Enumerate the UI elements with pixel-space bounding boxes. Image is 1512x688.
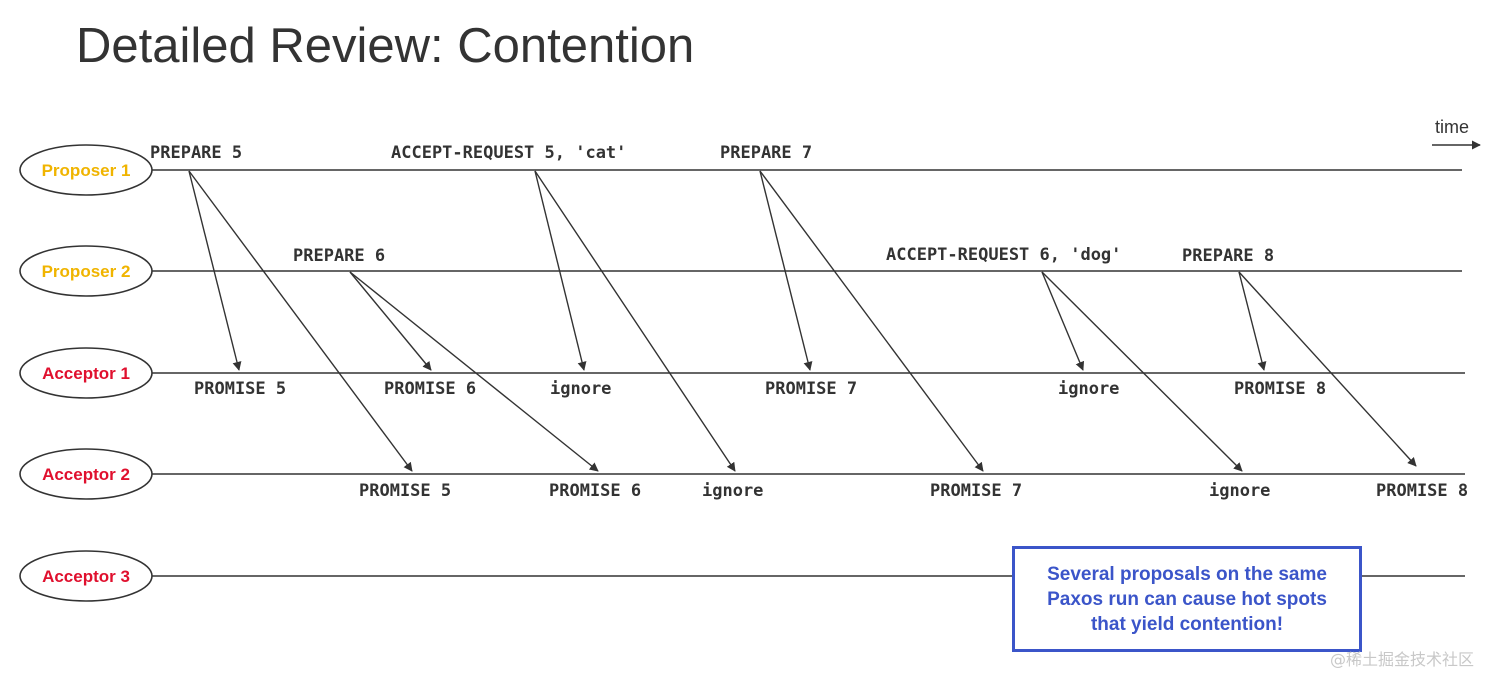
arrow-prepare-7-to-acceptor-1 — [759, 170, 813, 371]
contention-note: Several proposals on the same Paxos run … — [1012, 546, 1362, 652]
response-label: PROMISE 7 — [930, 481, 1022, 501]
message-label: PREPARE 8 — [1182, 246, 1274, 266]
message-label: PREPARE 5 — [150, 143, 242, 163]
arrow-prepare-7-to-acceptor-2 — [759, 170, 984, 472]
actor-label: Acceptor 1 — [42, 364, 130, 383]
actor-label: Acceptor 2 — [42, 465, 130, 484]
response-label: PROMISE 6 — [549, 481, 641, 501]
arrow-accept-6-to-acceptor-1 — [1041, 271, 1085, 371]
arrow-accept-5-to-acceptor-1 — [534, 170, 587, 371]
actor-label: Proposer 1 — [42, 161, 131, 180]
message-label: ACCEPT-REQUEST 6, 'dog' — [886, 245, 1121, 265]
response-label: PROMISE 8 — [1376, 481, 1468, 501]
response-label: ignore — [1058, 379, 1119, 399]
watermark: @稀土掘金技术社区 — [1330, 650, 1475, 669]
response-label: ignore — [1209, 481, 1270, 501]
message-label: ACCEPT-REQUEST 5, 'cat' — [391, 143, 626, 163]
actor-proposer-2: Proposer 2 — [19, 245, 153, 297]
arrow-prepare-5-to-acceptor-1 — [188, 170, 242, 371]
arrow-accept-6-to-acceptor-2 — [1041, 271, 1243, 472]
arrow-prepare-8-to-acceptor-2 — [1238, 271, 1417, 467]
actor-acceptor-1: Acceptor 1 — [19, 347, 153, 399]
message-label: PREPARE 6 — [293, 246, 385, 266]
response-label: PROMISE 5 — [194, 379, 286, 399]
note-text: Several proposals on the same Paxos run … — [1047, 563, 1327, 635]
arrow-prepare-6-to-acceptor-1 — [349, 271, 432, 371]
arrow-accept-5-to-acceptor-2 — [534, 170, 736, 472]
arrow-prepare-6-to-acceptor-2 — [349, 271, 599, 472]
arrow-prepare-5-to-acceptor-2 — [188, 170, 413, 472]
actor-acceptor-2: Acceptor 2 — [19, 448, 153, 500]
response-label: PROMISE 5 — [359, 481, 451, 501]
response-label: PROMISE 6 — [384, 379, 476, 399]
response-label: ignore — [550, 379, 611, 399]
actor-acceptor-3: Acceptor 3 — [19, 550, 153, 602]
actor-label: Proposer 2 — [42, 262, 131, 281]
actor-proposer-1: Proposer 1 — [19, 144, 153, 196]
message-label: PREPARE 7 — [720, 143, 812, 163]
response-label: PROMISE 7 — [765, 379, 857, 399]
actor-label: Acceptor 3 — [42, 567, 130, 586]
arrow-prepare-8-to-acceptor-1 — [1238, 271, 1267, 371]
response-label: PROMISE 8 — [1234, 379, 1326, 399]
time-label: time — [1435, 117, 1469, 137]
message-arrows — [188, 170, 1417, 472]
slide-title: Detailed Review: Contention — [76, 19, 695, 73]
response-label: ignore — [702, 481, 763, 501]
